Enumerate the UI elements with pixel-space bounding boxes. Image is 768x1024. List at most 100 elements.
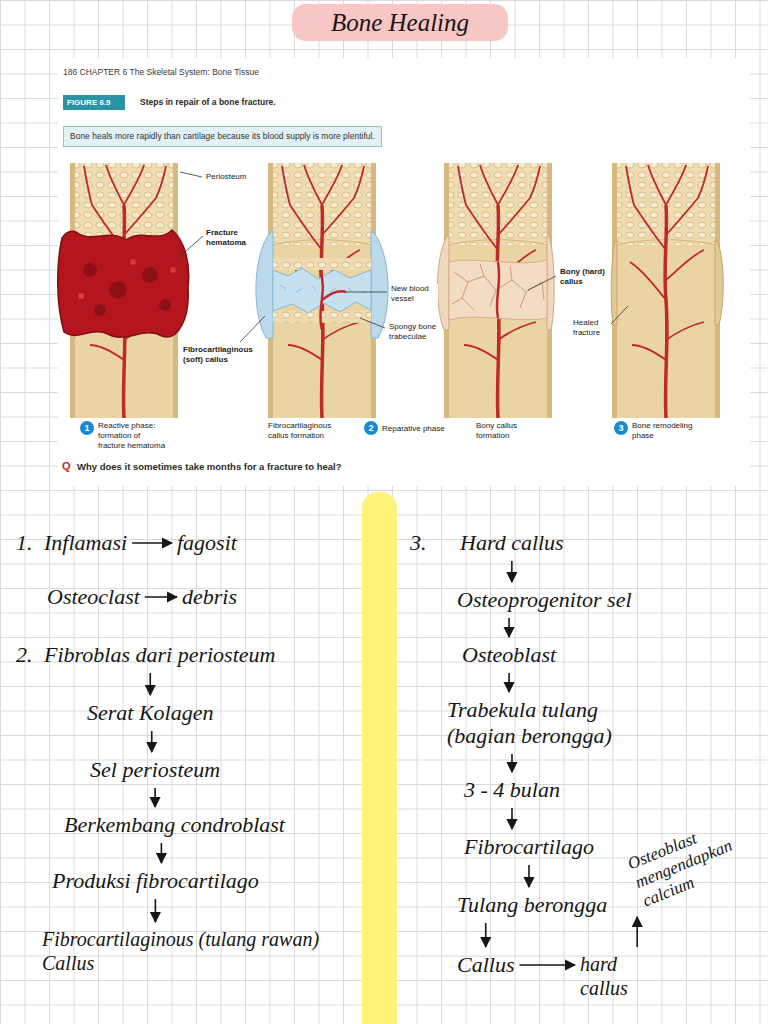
note-arrow — [519, 964, 575, 966]
leader-line — [178, 236, 203, 258]
note-step: Fibrocartilaginous (tulang rawan) Callus — [40, 925, 359, 977]
circle-shape — [80, 421, 94, 435]
note-arrow — [161, 843, 163, 863]
phase-caption: Bony callus formation — [476, 421, 536, 441]
node-text: fagosit — [177, 530, 237, 556]
node-text: Osteoblast mengendapkan calcium — [625, 813, 754, 912]
note-arrow — [149, 673, 151, 695]
note-step: Sel periosteum — [88, 755, 222, 785]
note-term: Inflamasi — [42, 528, 129, 558]
leader-line — [240, 316, 265, 342]
bone — [268, 163, 376, 418]
callus — [438, 236, 449, 330]
trabeculae — [273, 311, 371, 323]
node-text: Fibrocartilaginous (tulang rawan) Callus — [42, 927, 357, 975]
figure-tag: FIGURE 6.9 — [63, 95, 125, 110]
soft-callus — [256, 232, 388, 338]
bone — [444, 163, 552, 418]
note-step: Fibroblas dari periosteum — [42, 640, 277, 670]
node-text: 3 - 4 bulan — [464, 777, 560, 803]
remodel-bulge — [715, 240, 723, 325]
part-label: New blood vessel — [390, 284, 438, 304]
node-text: 3 — [614, 421, 628, 435]
blood-vessel — [497, 262, 499, 318]
circle-shape — [614, 421, 628, 435]
note-arrow — [132, 542, 172, 544]
leader-line — [528, 276, 556, 290]
note-step: Hard callus — [458, 528, 566, 558]
note-step: Tulang berongga — [455, 890, 609, 920]
note-step: Osteoprogenitor sel — [455, 585, 634, 615]
question-mark: Q — [62, 460, 71, 473]
note-arrow — [636, 917, 638, 947]
part-label: Fibrocartilaginous (soft) callus — [182, 345, 264, 365]
leader-line — [180, 172, 202, 177]
part-label: Healed fracture — [572, 318, 608, 338]
fracture-hematoma — [58, 230, 189, 337]
note-arrow — [151, 731, 153, 752]
bony-callus — [449, 260, 547, 320]
trabeculae — [273, 258, 371, 270]
note-step: Osteoblast — [460, 640, 558, 670]
phase-caption: Bone remodeling phase — [632, 421, 704, 441]
note-arrow — [154, 788, 156, 807]
step-number: 2. — [14, 640, 35, 670]
node-text: Hard callus — [460, 530, 564, 556]
bone — [612, 163, 720, 418]
figure-title: Steps in repair of a bone fracture. — [140, 97, 276, 108]
step-circle: 3 — [614, 421, 628, 435]
part-label: Periosteum — [205, 172, 247, 182]
note-step: Trabekula tulang (bagian berongga) — [445, 695, 639, 751]
page-title: Bone Healing — [292, 4, 508, 41]
note-step: Serat Kolagen — [85, 698, 216, 728]
note-step: 3 - 4 bulan — [462, 775, 562, 805]
phase-caption: Fibrocartilaginous callus formation — [268, 421, 350, 441]
node-text: Osteoblast — [462, 642, 556, 668]
node-text: Bone heals more rapidly than cartilage b… — [70, 131, 375, 142]
note-term: Osteoclast — [45, 582, 142, 612]
note-arrow — [511, 808, 513, 829]
note-arrow — [145, 596, 177, 598]
node-text: 2 — [364, 421, 378, 435]
node-text: Inflamasi — [44, 530, 127, 556]
leader-line — [611, 306, 628, 324]
note-step: Fibrocartilago — [462, 832, 596, 862]
note-arrow — [511, 561, 513, 582]
node-text: Osteoprogenitor sel — [457, 587, 632, 613]
node-text: FIGURE 6.9 — [67, 97, 111, 108]
figure-ground — [58, 58, 750, 486]
node-text: Fibroblas dari periosteum — [44, 642, 275, 668]
callus — [371, 232, 388, 338]
node-text: Produksi fibrocartilago — [52, 868, 259, 894]
note-box: Bone heals more rapidly than cartilage b… — [63, 126, 382, 147]
node-text: hard callus — [580, 952, 650, 1000]
node-text: Serat Kolagen — [87, 700, 214, 726]
note-arrow — [508, 618, 510, 637]
healed-bone — [611, 240, 723, 325]
note-term: debris — [180, 582, 239, 612]
circle-shape — [364, 421, 378, 435]
note-arrow — [528, 865, 530, 887]
node-text: 1 — [80, 421, 94, 435]
part-label: Fracture hematoma — [205, 228, 257, 248]
note-arrow — [511, 754, 513, 772]
step-number: 1. — [14, 528, 35, 558]
question-text: Why does it sometimes take months for a … — [77, 461, 341, 473]
note-step: Berkembang condroblast — [62, 810, 287, 840]
leader-line — [360, 318, 385, 328]
node-text: Fibrocartilago — [464, 834, 594, 860]
callus — [547, 236, 554, 330]
note-step: Produksi fibrocartilago — [50, 866, 261, 896]
running-head: 186 CHAPTER 6 The Skeletal System: Bone … — [63, 67, 259, 78]
note-step: Callus — [455, 950, 516, 980]
phase-caption: Reparative phase — [382, 424, 445, 434]
clot-highlight — [78, 259, 176, 299]
step-circle: 1 — [80, 421, 94, 435]
phase-caption: Reactive phase: formation of fracture he… — [98, 421, 168, 451]
node-text: Sel periosteum — [90, 757, 220, 783]
leader-lines — [178, 172, 628, 342]
new-vessel — [320, 270, 346, 330]
note-term: fagosit — [175, 528, 239, 558]
